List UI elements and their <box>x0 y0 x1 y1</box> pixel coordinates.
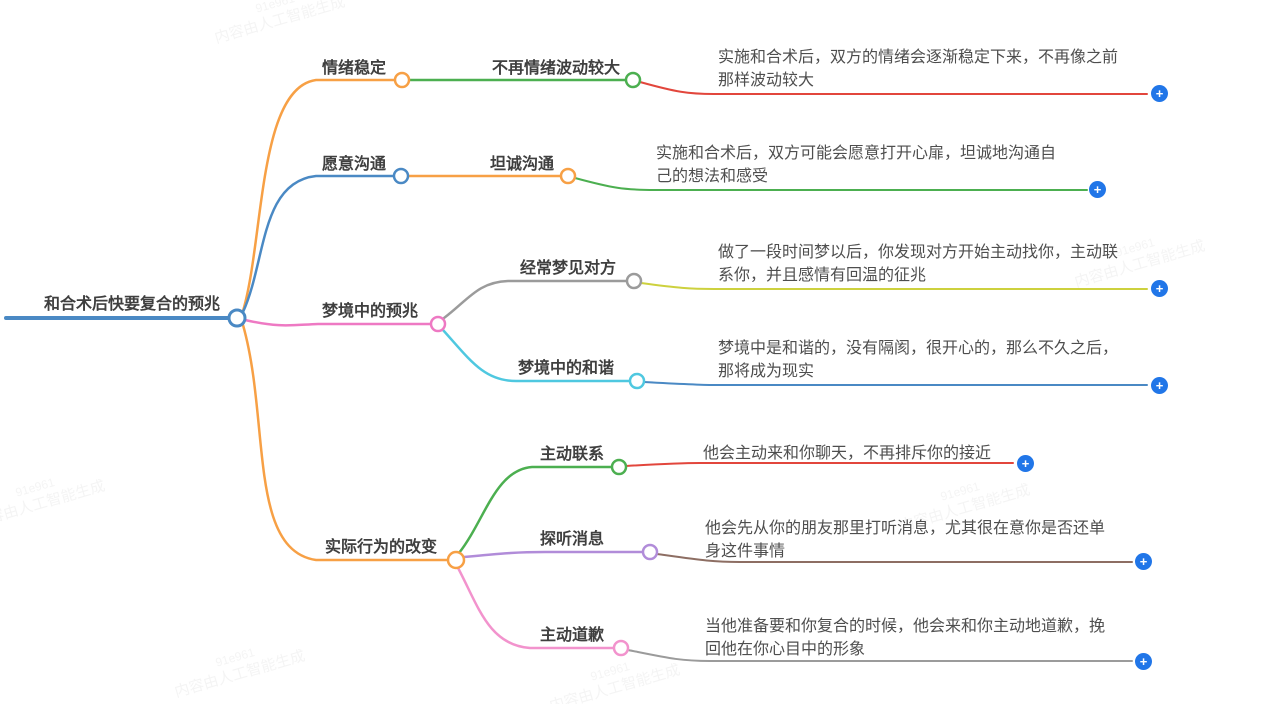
add-node-button[interactable]: + <box>1151 85 1168 102</box>
leaf-text-behavior-inquire: 身这件事情 <box>705 543 786 560</box>
node-label-behavior-inquire[interactable]: 探听消息 <box>540 531 605 548</box>
edge-behavior-inquire <box>462 550 644 559</box>
leaf-text-behavior-contact: 他会主动来和你聊天，不再排斥你的接近 <box>703 445 992 462</box>
behavior-inquire-node-handle[interactable] <box>641 543 659 561</box>
edge-dream-harmony-leaf <box>643 381 1148 386</box>
emotion-child-node-handle[interactable] <box>624 71 642 89</box>
edge-communicate-leaf <box>574 177 1088 191</box>
node-label-communicate[interactable]: 愿意沟通 <box>322 156 387 173</box>
edge-dream-often <box>442 279 628 320</box>
root-node-handle[interactable] <box>227 308 247 328</box>
edge-root-emotion <box>241 78 396 313</box>
leaf-text-behavior-apologize: 回他在你心目中的形象 <box>705 641 866 658</box>
leaf-text-dream-harmony: 梦境中是和谐的，没有隔阂，很开心的，那么不久之后， <box>718 340 1119 357</box>
add-node-button[interactable]: + <box>1135 653 1152 670</box>
behavior-node-handle[interactable] <box>446 550 466 570</box>
leaf-text-emotion: 那样波动较大 <box>718 72 815 89</box>
node-label-emotion-child[interactable]: 不再情绪波动较大 <box>492 60 621 77</box>
dream-often-node-handle[interactable] <box>625 272 643 290</box>
node-label-behavior[interactable]: 实际行为的改变 <box>325 539 438 556</box>
node-label-behavior-apologize[interactable]: 主动道歉 <box>540 627 605 644</box>
communicate-node-handle[interactable] <box>392 167 410 185</box>
leaf-text-communicate: 实施和合术后，双方可能会愿意打开心扉，坦诚地沟通自 <box>656 145 1057 162</box>
communicate-child-node-handle[interactable] <box>559 167 577 185</box>
edge-root-communicate <box>241 174 395 314</box>
leaf-text-dream-often: 做了一段时间梦以后，你发现对方开始主动找你，主动联 <box>718 244 1119 261</box>
node-label-dream-harmony[interactable]: 梦境中的和谐 <box>518 360 615 377</box>
node-label-emotion[interactable]: 情绪稳定 <box>322 60 387 77</box>
behavior-apologize-node-handle[interactable] <box>612 639 630 657</box>
edge-behavior-contact <box>457 465 613 555</box>
leaf-text-communicate: 己的想法和感受 <box>656 168 769 185</box>
edge-root-behavior <box>241 323 450 562</box>
dream-node-handle[interactable] <box>429 315 447 333</box>
leaf-text-dream-often: 系你，并且感情有回温的征兆 <box>718 267 927 284</box>
emotion-node-handle[interactable] <box>393 71 411 89</box>
dream-harmony-node-handle[interactable] <box>628 372 646 390</box>
add-node-button[interactable]: + <box>1017 455 1034 472</box>
add-node-button[interactable]: + <box>1151 280 1168 297</box>
leaf-text-dream-harmony: 那将成为现实 <box>718 363 815 380</box>
edge-behavior-apologize <box>455 564 615 650</box>
edge-emotion-leaf <box>639 81 1148 95</box>
leaf-text-behavior-apologize: 当他准备要和你复合的时候，他会来和你主动地道歉，挽 <box>705 618 1106 635</box>
leaf-text-behavior-inquire: 他会先从你的朋友那里打听消息，尤其很在意你是否还单 <box>705 520 1106 537</box>
add-node-button[interactable]: + <box>1089 181 1106 198</box>
behavior-contact-node-handle[interactable] <box>610 458 628 476</box>
node-label-dream[interactable]: 梦境中的预兆 <box>322 303 419 320</box>
add-node-button[interactable]: + <box>1151 377 1168 394</box>
root-node-label[interactable]: 和合术后快要复合的预兆 <box>44 296 221 313</box>
edge-behavior-contact-leaf <box>625 462 1014 467</box>
node-label-behavior-contact[interactable]: 主动联系 <box>540 446 605 463</box>
node-label-communicate-child[interactable]: 坦诚沟通 <box>490 156 555 173</box>
add-node-button[interactable]: + <box>1135 553 1152 570</box>
edge-dream-often-leaf <box>640 282 1148 290</box>
edge-dream-harmony <box>441 328 631 383</box>
node-label-dream-often[interactable]: 经常梦见对方 <box>520 260 617 277</box>
edge-behavior-inquire-leaf <box>656 553 1133 563</box>
leaf-text-emotion: 实施和合术后，双方的情绪会逐渐稳定下来，不再像之前 <box>718 49 1119 66</box>
edge-root-dream <box>243 318 432 327</box>
edge-behavior-apologize-leaf <box>627 649 1133 662</box>
